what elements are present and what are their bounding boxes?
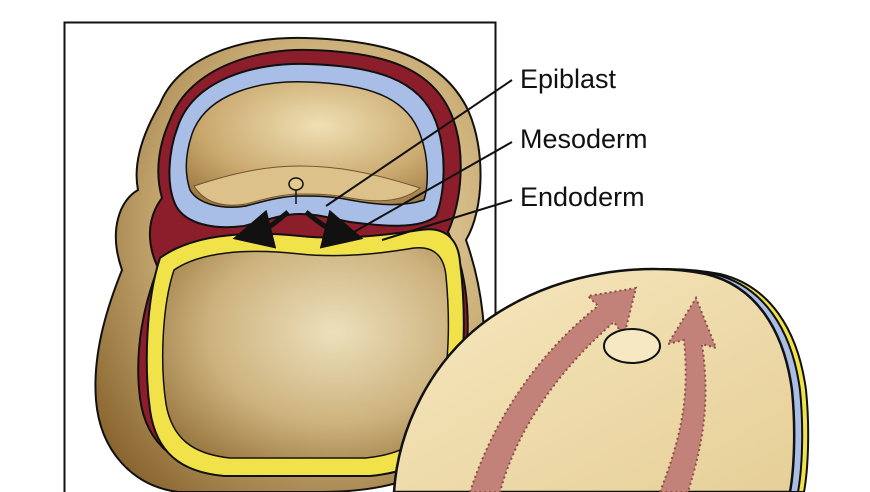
migration-arrow-left <box>232 209 290 249</box>
yolk-sac <box>161 247 450 459</box>
migration-arrow-right <box>304 209 364 249</box>
primitive-node-surface <box>603 328 661 364</box>
endoderm-label: Endoderm <box>520 182 645 212</box>
endoderm-pointer <box>381 199 513 241</box>
epiblast-label: Epiblast <box>520 64 617 94</box>
epiblast-floor <box>193 165 422 206</box>
streak-arrow-right <box>658 295 718 492</box>
mesoderm-pointer <box>353 141 513 233</box>
primitive-node <box>288 177 304 191</box>
epiblast-pointer <box>325 79 513 207</box>
mesoderm-label: Mesoderm <box>520 124 648 154</box>
embryonic-disc-view <box>392 267 810 492</box>
figure-frame <box>63 21 497 492</box>
streak-arrow-left <box>468 286 638 492</box>
